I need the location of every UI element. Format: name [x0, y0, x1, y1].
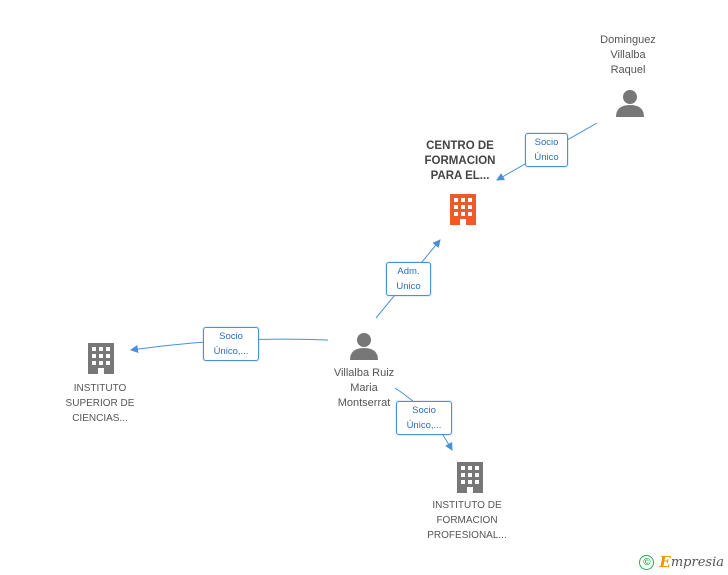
label-line: CIENCIAS...	[72, 413, 128, 424]
label-line: Montserrat	[337, 397, 391, 409]
label-line: Villalba	[610, 49, 646, 61]
label-line: Maria	[350, 382, 378, 394]
company-profesional-label[interactable]: INSTITUTO DE FORMACION PROFESIONAL...	[417, 498, 517, 543]
relation-box-socio-unico-superior[interactable]: Socio Único,...	[203, 327, 259, 361]
label-line: PARA EL...	[430, 170, 490, 182]
relation-line: Socio	[412, 405, 436, 416]
label-line: PROFESIONAL...	[427, 530, 507, 541]
copyright-icon: ©	[639, 554, 655, 570]
label-line: Dominguez	[600, 34, 656, 46]
company-centro-label[interactable]: CENTRO DE FORMACION PARA EL...	[410, 139, 510, 184]
relation-line: Socio	[219, 331, 243, 342]
person-icon[interactable]	[349, 331, 379, 361]
relation-line: Unico	[396, 281, 421, 292]
relation-line: Único,...	[213, 346, 249, 357]
label-line: INSTITUTO DE	[432, 500, 502, 511]
person-dominguez-label[interactable]: Dominguez Villalba Raquel	[588, 33, 668, 78]
relation-line: Único,...	[406, 420, 442, 431]
relation-box-socio-unico[interactable]: Socio Único	[525, 133, 568, 167]
label-line: FORMACION	[424, 155, 496, 167]
label-line: SUPERIOR DE	[65, 398, 135, 409]
label-line: CENTRO DE	[426, 140, 494, 152]
label-line: FORMACION	[436, 515, 498, 526]
label-line: INSTITUTO	[73, 383, 127, 394]
label-line: Raquel	[610, 64, 646, 76]
relation-box-socio-unico-profesional[interactable]: Socio Único,...	[396, 401, 452, 435]
company-superior-label[interactable]: INSTITUTO SUPERIOR DE CIENCIAS...	[52, 381, 148, 426]
relation-box-adm-unico[interactable]: Adm. Unico	[386, 262, 431, 296]
brand-logo-letter: E	[659, 553, 671, 571]
building-icon[interactable]	[85, 342, 117, 374]
relation-line: Socio	[534, 137, 559, 148]
building-icon[interactable]	[454, 461, 486, 493]
person-icon[interactable]	[615, 88, 645, 118]
brand-logo-text: mpresia	[670, 554, 724, 570]
building-icon[interactable]	[447, 193, 479, 225]
person-villalba-label[interactable]: Villalba Ruiz Maria Montserrat	[316, 366, 412, 411]
relation-line: Adm.	[397, 266, 420, 277]
relation-line: Único	[534, 152, 559, 163]
label-line: Villalba Ruiz	[333, 367, 395, 379]
